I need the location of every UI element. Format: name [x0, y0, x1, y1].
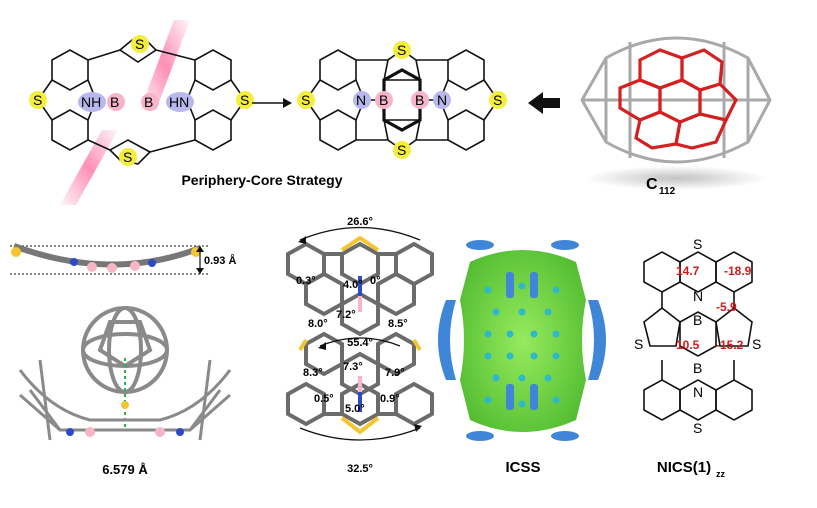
atom-label: B	[693, 360, 702, 376]
sulfur-highlight	[393, 41, 411, 59]
strategy-caption: Periphery-Core Strategy	[181, 172, 342, 188]
atom-label: S	[693, 236, 702, 252]
target-structure	[305, 49, 499, 151]
atom-label: HN	[169, 94, 189, 110]
atom-label: B	[693, 312, 702, 328]
precursor-structure	[37, 20, 246, 205]
atom-label: S	[397, 142, 406, 158]
fullerene-complex	[18, 306, 232, 441]
torsion-arrows	[298, 226, 422, 441]
angle-structure-atoms	[298, 235, 422, 435]
atom-label: B	[379, 92, 388, 108]
torsion-angle: 55.4°	[347, 337, 373, 349]
torsion-angle: 0.9°	[380, 393, 400, 405]
atom-label: B	[415, 92, 424, 108]
distance-label-top: 0.93 Å	[204, 254, 236, 267]
atom-label: S	[397, 42, 406, 58]
cleavage-mark-right	[140, 20, 190, 110]
torsion-angle: 4.0°	[343, 279, 363, 291]
atom-label: N	[693, 384, 703, 400]
torsion-angle: 8.3°	[303, 367, 323, 379]
boron-highlight	[375, 91, 393, 109]
sulfur-highlight	[236, 91, 254, 109]
nics-caption-subscript: zz	[716, 469, 726, 479]
atom-label: S	[301, 92, 310, 108]
nics-value: 14.7	[676, 264, 700, 278]
sulfur-highlight	[119, 148, 137, 166]
nics-structure	[643, 251, 753, 421]
atom-label: S	[123, 149, 132, 165]
atom-label: S	[693, 420, 702, 436]
sulfur-highlight	[131, 35, 149, 53]
sulfur-highlight	[297, 91, 315, 109]
icss-map	[438, 240, 606, 441]
boron-highlight	[107, 93, 125, 111]
nitrogen-highlight	[78, 92, 106, 112]
c112-cage	[580, 36, 772, 190]
cage-label: C	[646, 176, 658, 193]
nitrogen-highlight	[433, 91, 451, 109]
nics-caption: NICS(1)	[657, 459, 711, 476]
torsion-angle: 26.6°	[347, 216, 373, 228]
atom-label: N	[693, 288, 703, 304]
torsion-angle: 32.5°	[347, 463, 373, 475]
sulfur-highlight	[393, 141, 411, 159]
cage-arrow	[528, 92, 560, 114]
torsion-angle: 7.2°	[336, 309, 356, 321]
atom-label: S	[752, 336, 761, 352]
atom-label: S	[33, 92, 42, 108]
atom-label: N	[437, 92, 447, 108]
nics-value: -18.9	[724, 264, 752, 278]
torsion-angle: 8.0°	[308, 318, 328, 330]
atom-label: S	[135, 36, 144, 52]
sulfur-highlight	[489, 91, 507, 109]
cleavage-mark-left	[60, 130, 118, 205]
nics-value: 10.5	[676, 338, 700, 352]
nics-value: -5.9	[716, 300, 737, 314]
atom-label: B	[110, 94, 119, 110]
torsion-angle: 0.5°	[314, 393, 334, 405]
side-view-molecule	[10, 243, 210, 275]
torsion-angle: 5.0°	[345, 403, 365, 415]
nitrogen-highlight	[353, 91, 371, 109]
torsion-angle: 0.3°	[296, 275, 316, 287]
boron-highlight	[141, 93, 159, 111]
torsion-angle: 0°	[370, 275, 381, 287]
atom-label: S	[240, 92, 249, 108]
torsion-angle: 7.9°	[385, 367, 405, 379]
torsion-angle: 7.3°	[343, 361, 363, 373]
atom-label: N	[356, 92, 366, 108]
atom-label: S	[634, 336, 643, 352]
boron-highlight	[411, 91, 429, 109]
icss-caption: ICSS	[505, 459, 540, 476]
nics-value: -15.2	[716, 338, 744, 352]
cage-label-subscript: 112	[659, 186, 676, 197]
reaction-arrow	[252, 98, 292, 108]
atom-label: B	[144, 94, 153, 110]
sulfur-highlight	[29, 91, 47, 109]
atom-label: S	[493, 92, 502, 108]
angle-structure	[286, 241, 434, 427]
atom-label: NH	[81, 94, 101, 110]
distance-label-bottom: 6.579 Å	[102, 462, 148, 477]
nitrogen-highlight	[166, 92, 194, 112]
torsion-angle: 8.5°	[388, 318, 408, 330]
